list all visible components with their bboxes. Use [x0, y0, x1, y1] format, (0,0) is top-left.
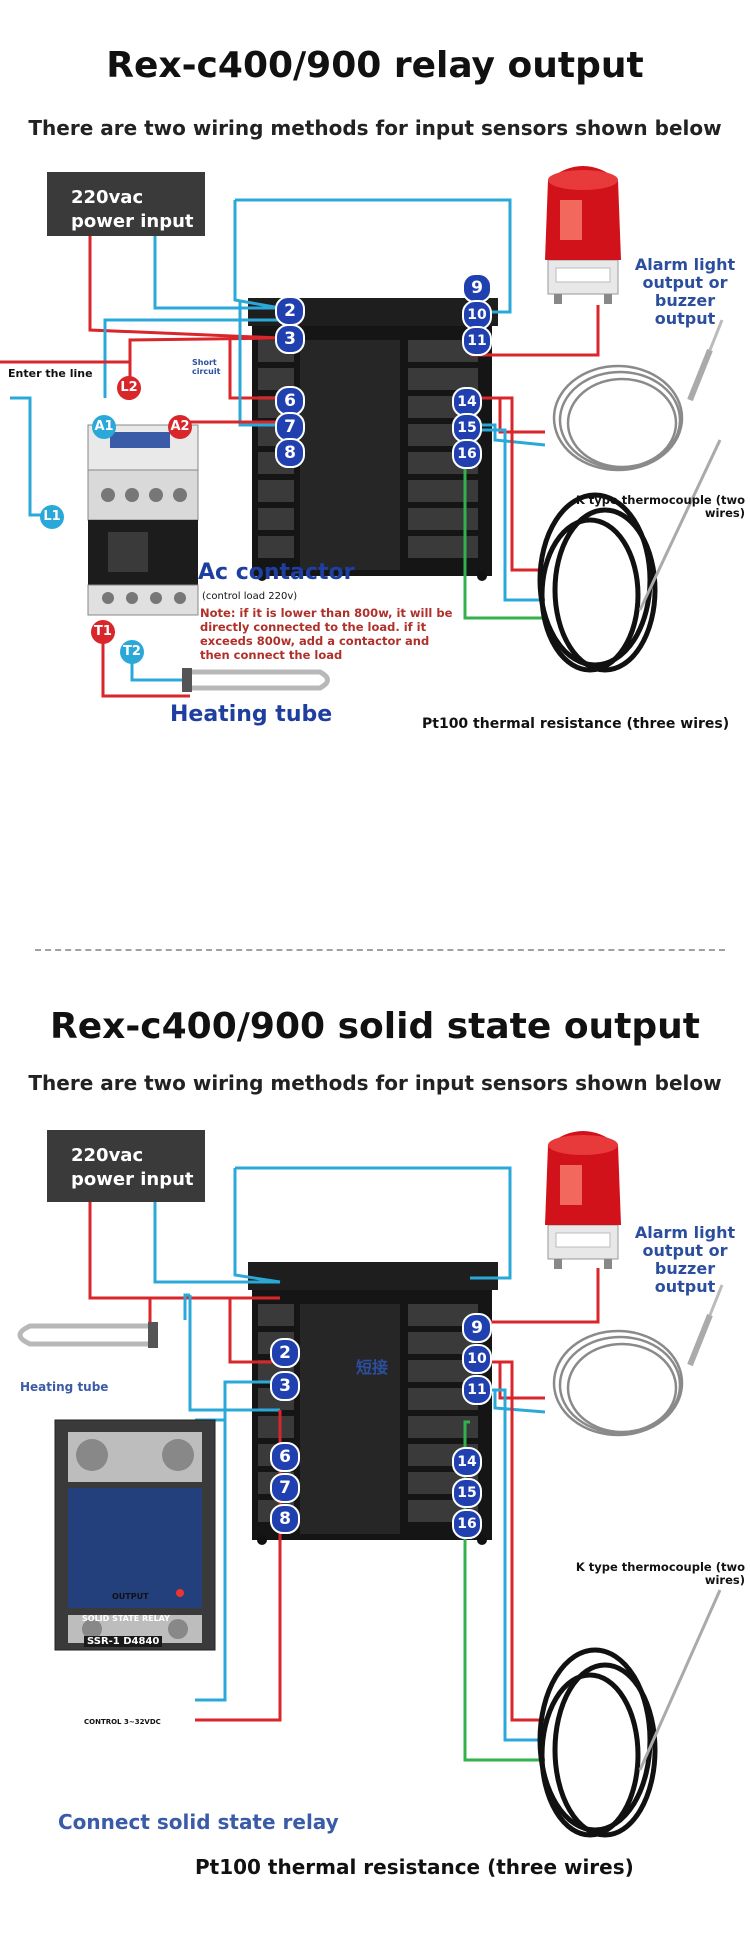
relay-pt100-label: Pt100 thermal resistance (three wires) — [422, 716, 730, 732]
relay-alarm-line4: output — [654, 309, 716, 328]
relay-control-load-label: (control load 220v) — [202, 591, 298, 602]
pt100-device — [537, 439, 722, 673]
ssr-diagram: 220vac power input Alarm light output or… — [0, 1120, 750, 1940]
ssr-thermocouple-line1: K type thermocouple (two — [575, 1560, 745, 1574]
ssr-short-connect-label: 短接 — [356, 1358, 389, 1377]
ssr-thermocouple-label: K type thermocouple (two wires) — [545, 1561, 745, 1587]
relay-thermocouple-line1: K type thermocouple (two — [575, 493, 745, 507]
relay-note: Note: if it is lower than 800w, it will … — [200, 606, 453, 662]
ssr-terminal-9: 9 — [462, 1313, 492, 1343]
ssr-device-model-label: SSR-1 D4840 — [84, 1636, 163, 1647]
ssr-pt100-label: Pt100 thermal resistance (three wires) — [195, 1855, 634, 1879]
relay-diagram: 220vac power input Alarm light output or… — [0, 140, 750, 930]
ssr-thermocouple-line2: wires) — [704, 1573, 745, 1587]
ssr-power-input-box: 220vac power input — [47, 1130, 205, 1202]
relay-terminal-9: 9 — [462, 273, 492, 303]
relay-terminal-7: 7 — [275, 412, 305, 442]
ssr-terminal-8: 8 — [270, 1504, 300, 1534]
relay-short-line1: Short — [192, 358, 217, 367]
ssr-alarm-line3: buzzer — [654, 1259, 716, 1278]
ac-contactor-device — [87, 424, 199, 616]
relay-tag-A2: A2 — [168, 415, 192, 439]
k-thermocouple-device — [552, 319, 724, 472]
relay-tag-T1: T1 — [91, 620, 115, 644]
ssr-subtitle: There are two wiring methods for input s… — [28, 1071, 722, 1095]
relay-thermocouple-line2: wires) — [704, 506, 745, 520]
heating-tube-device — [182, 668, 330, 692]
relay-terminal-8: 8 — [275, 438, 305, 468]
ssr-device-output-label: OUTPUT — [112, 1592, 149, 1601]
ssr-heating-tube-label: Heating tube — [20, 1380, 109, 1394]
relay-tag-T2: T2 — [120, 640, 144, 664]
ssr-alarm-label: Alarm light output or buzzer output — [625, 1224, 745, 1296]
ssr-terminal-15: 15 — [452, 1478, 482, 1508]
ssr-power-line1: 220vac — [71, 1145, 144, 1166]
ssr-title: Rex-c400/900 solid state output — [49, 1006, 701, 1047]
alarm-light — [545, 166, 621, 304]
ssr-device-name-label: SOLID STATE RELAY — [82, 1614, 170, 1623]
relay-alarm-line1: Alarm light — [634, 255, 736, 274]
relay-terminal-3: 3 — [275, 324, 305, 354]
ssr-wiring-svg — [17, 1131, 724, 1838]
relay-terminal-2: 2 — [275, 296, 305, 326]
relay-enter-line-label: Enter the line — [8, 367, 93, 380]
ssr-terminal-7: 7 — [270, 1473, 300, 1503]
relay-power-line1: 220vac — [71, 187, 144, 208]
ssr-device-control-label: CONTROL 3~32VDC — [84, 1718, 161, 1726]
relay-alarm-label: Alarm light output or buzzer output — [625, 256, 745, 328]
relay-terminal-15: 15 — [452, 413, 482, 443]
ssr-alarm-line1: Alarm light — [634, 1223, 736, 1242]
ssr-terminal-6: 6 — [270, 1442, 300, 1472]
relay-short-line2: circuit — [192, 367, 221, 376]
relay-terminal-16: 16 — [452, 439, 482, 469]
relay-subtitle: There are two wiring methods for input s… — [28, 116, 722, 140]
ssr-alarm-light — [545, 1131, 621, 1269]
ssr-power-line2: power input — [71, 1169, 194, 1190]
relay-short-circuit-label: Short circuit — [192, 358, 220, 376]
ssr-terminal-14: 14 — [452, 1447, 482, 1477]
relay-power-input-box: 220vac power input — [47, 172, 205, 236]
ssr-alarm-line2: output or — [642, 1241, 728, 1260]
ssr-terminal-3: 3 — [270, 1371, 300, 1401]
relay-thermocouple-label: K type thermocouple (two wires) — [560, 494, 745, 520]
relay-terminal-11: 11 — [462, 326, 492, 356]
relay-alarm-line3: buzzer — [654, 291, 716, 310]
relay-heating-tube-label: Heating tube — [170, 702, 333, 727]
ssr-temperature-controller — [248, 1262, 498, 1545]
ssr-pt100-device — [537, 1589, 722, 1838]
relay-tag-L1: L1 — [40, 505, 64, 529]
relay-alarm-line2: output or — [642, 273, 728, 292]
ssr-terminal-16: 16 — [452, 1509, 482, 1539]
relay-title: Rex-c400/900 relay output — [106, 45, 644, 86]
ssr-heating-tube-device — [17, 1322, 158, 1348]
ssr-terminal-11: 11 — [462, 1375, 492, 1405]
ssr-alarm-line4: output — [654, 1277, 716, 1296]
relay-tag-L2: L2 — [117, 376, 141, 400]
ssr-terminal-10: 10 — [462, 1344, 492, 1374]
ssr-k-thermocouple-device — [552, 1284, 724, 1437]
relay-ac-contactor-label: Ac contactor — [198, 560, 355, 585]
relay-power-line2: power input — [71, 211, 194, 232]
relay-tag-A1: A1 — [92, 415, 116, 439]
section-divider — [35, 949, 725, 951]
ssr-connect-label: Connect solid state relay — [58, 1810, 339, 1834]
ssr-terminal-2: 2 — [270, 1338, 300, 1368]
